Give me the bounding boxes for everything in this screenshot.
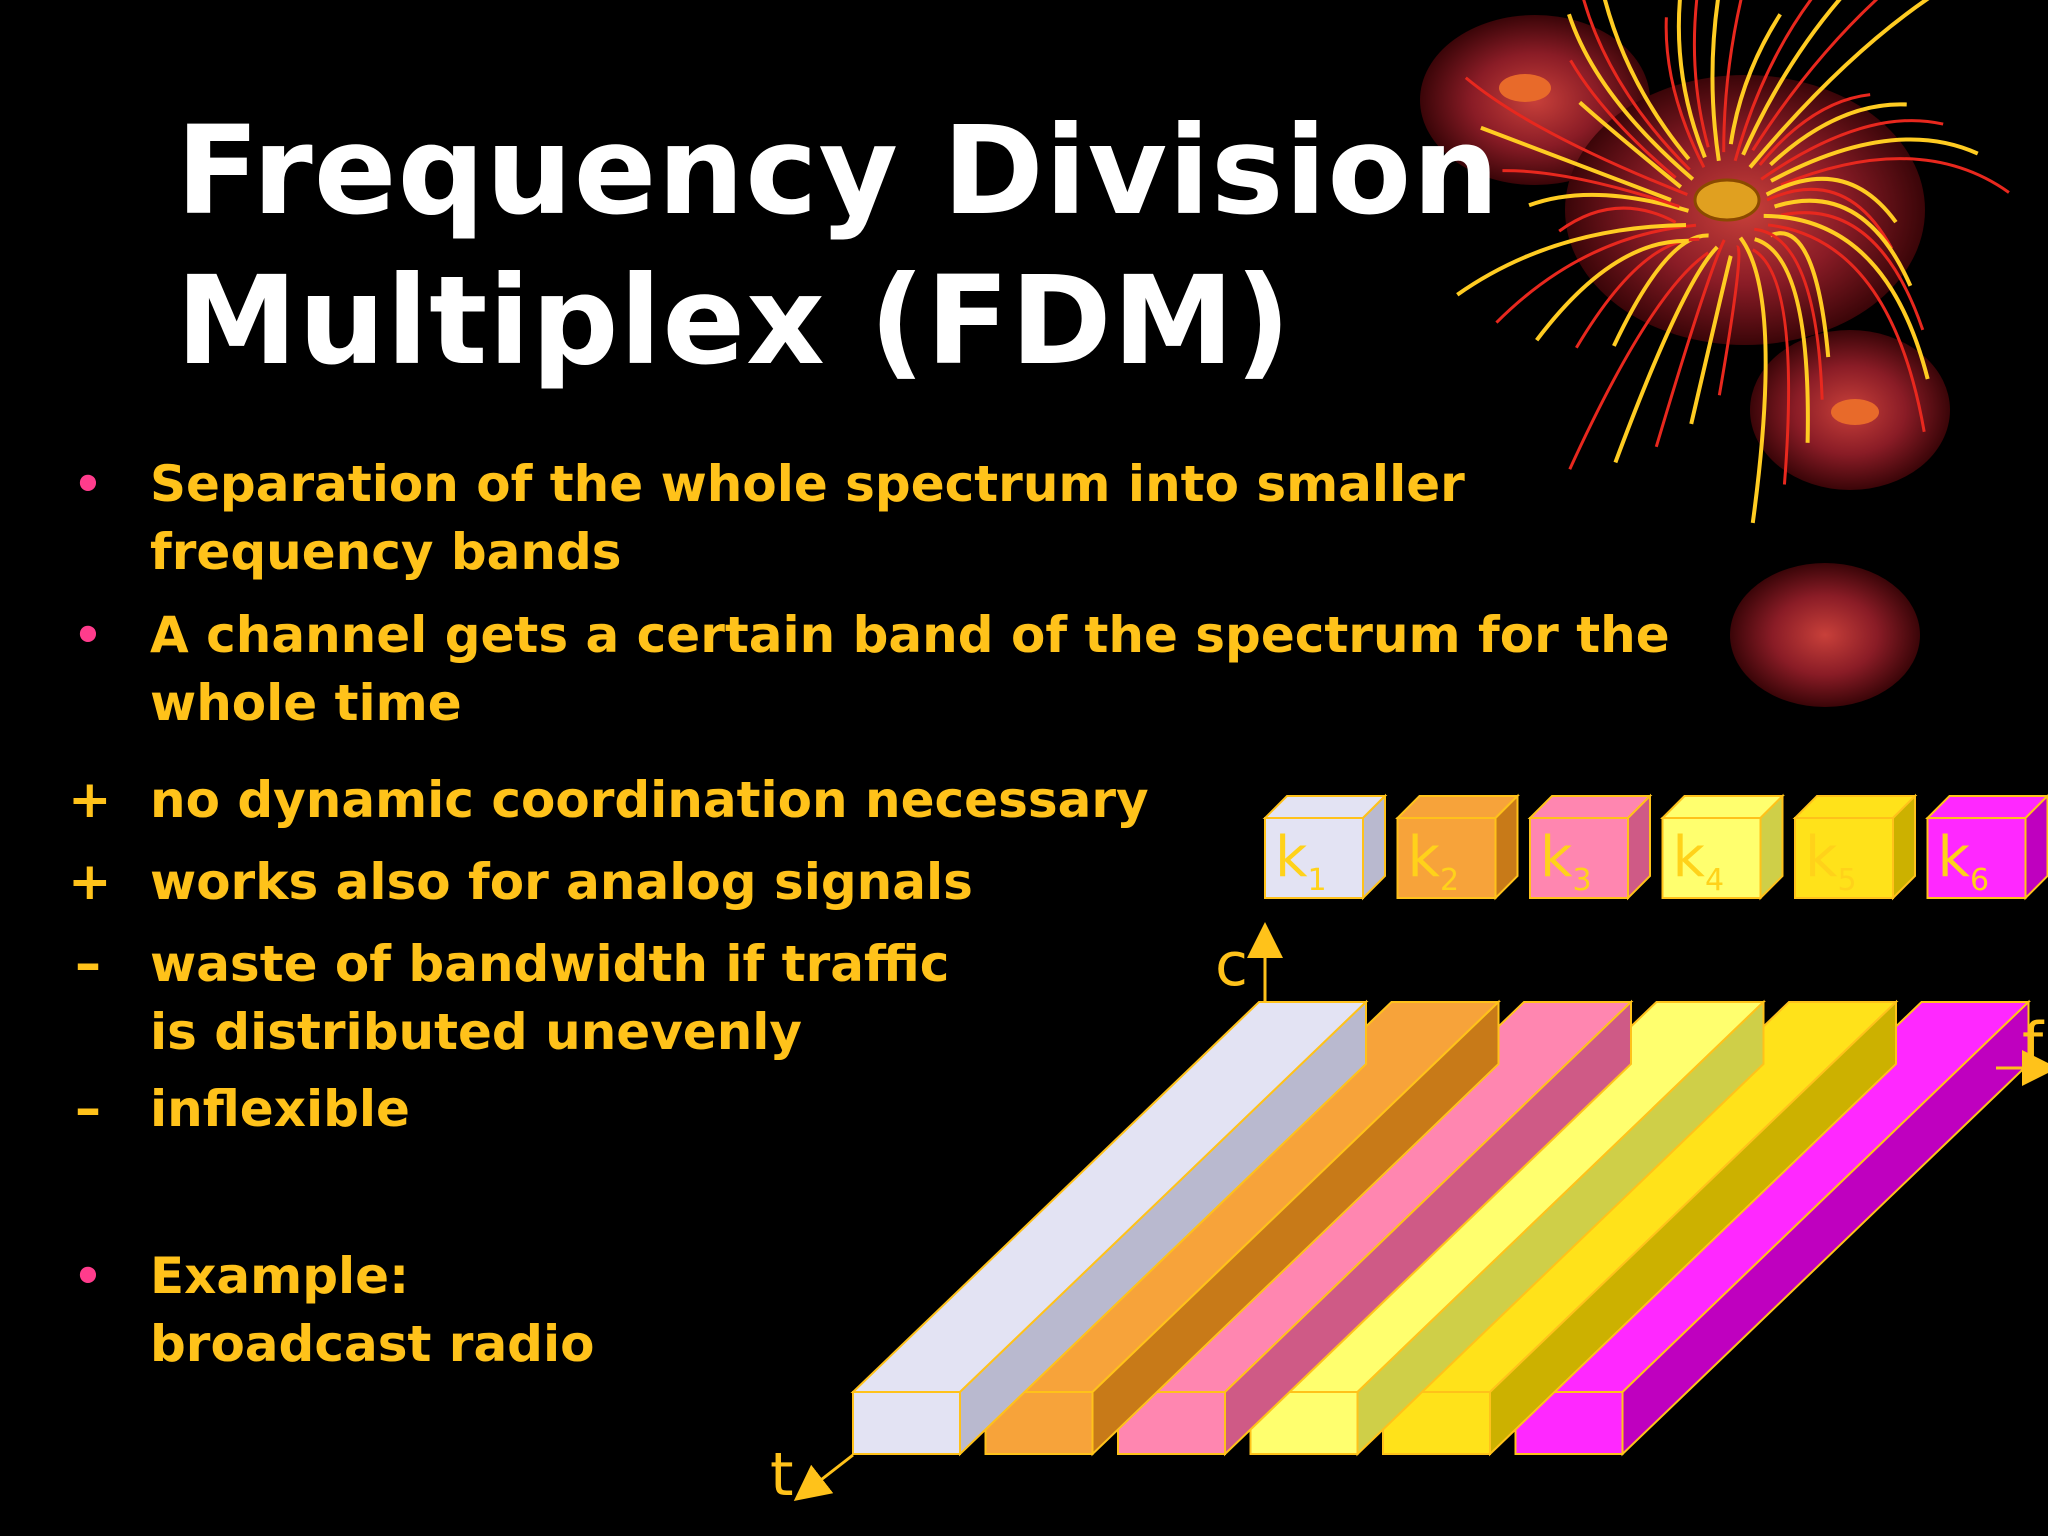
bullet-text: frequency bands bbox=[150, 523, 622, 581]
channel-legend-cube-k4: k4 bbox=[1660, 793, 1785, 901]
band-front bbox=[852, 1391, 961, 1455]
firework-ray bbox=[1733, 0, 1813, 162]
bullet-symbol: + bbox=[68, 852, 112, 912]
firework-ray bbox=[1612, 233, 1709, 347]
firework-ray bbox=[1767, 223, 1926, 433]
firework-ray bbox=[1717, 245, 1741, 396]
channel-label-k6: k6 bbox=[1938, 825, 1990, 898]
firework-ray bbox=[1769, 231, 1831, 358]
slide-title-line-2: Multiplex (FDM) bbox=[176, 250, 1292, 392]
firework-ray bbox=[1754, 237, 1810, 443]
firework-ray bbox=[1568, 251, 1710, 470]
firework-ray bbox=[1751, 0, 1879, 152]
firework-ray bbox=[1613, 245, 1719, 464]
firework-ray bbox=[1569, 59, 1677, 179]
firework-ray bbox=[1722, 0, 1743, 153]
channel-label-k5: k5 bbox=[1805, 825, 1857, 898]
firework-ray bbox=[1780, 157, 2010, 194]
firework-ray bbox=[1728, 13, 1782, 145]
bullet-text: A channel gets a certain band of the spe… bbox=[150, 606, 1670, 664]
firework-ray bbox=[1738, 236, 1768, 524]
firework-ray bbox=[1752, 248, 1791, 485]
firework-ray bbox=[1480, 125, 1672, 202]
bullet-dot: • bbox=[73, 457, 103, 511]
firework-ray bbox=[1766, 187, 1894, 250]
f-axis-label: f bbox=[2022, 1010, 2045, 1080]
bullet-text: broadcast radio bbox=[150, 1315, 595, 1373]
channel-legend-cube-k2: k2 bbox=[1395, 793, 1520, 901]
firework-rays bbox=[1456, 0, 2010, 524]
channel-legend-cube-k5: k5 bbox=[1792, 793, 1918, 901]
channel-legend-cube-k3: k3 bbox=[1527, 793, 1653, 901]
firework-ray bbox=[1770, 137, 1979, 183]
slide-title-line-1: Frequency Division bbox=[176, 100, 1501, 242]
channel-label-k3: k3 bbox=[1540, 825, 1592, 898]
bullet-text: no dynamic coordination necessary bbox=[150, 771, 1149, 829]
firework-ray bbox=[1495, 223, 1697, 324]
bullet-text: works also for analog signals bbox=[150, 853, 973, 911]
channel-label-k1: k1 bbox=[1275, 825, 1327, 898]
firework-ray bbox=[1528, 192, 1690, 213]
firework-blob bbox=[1730, 563, 1920, 707]
firework-ray bbox=[1769, 102, 1907, 167]
c-axis-label: c bbox=[1215, 930, 1248, 1000]
firework-ray bbox=[1456, 222, 1687, 297]
bullet-text: waste of bandwidth if traffic bbox=[150, 935, 950, 993]
bullet-text: is distributed unevenly bbox=[150, 1003, 803, 1061]
firework-ray bbox=[1758, 93, 1871, 166]
bullet-symbol: – bbox=[75, 1079, 101, 1139]
bullet-dot: • bbox=[73, 608, 103, 662]
firework-ray bbox=[1603, 0, 1691, 161]
cube-front bbox=[1926, 817, 2027, 899]
firework-ray bbox=[1780, 211, 1925, 331]
bullet-text: Separation of the whole spectrum into sm… bbox=[150, 455, 1465, 513]
firework-ray bbox=[1773, 198, 1913, 287]
frequency-band-k1 bbox=[850, 999, 1369, 1457]
bullet-symbol: + bbox=[68, 770, 112, 830]
bullet-text: Example: bbox=[150, 1247, 410, 1305]
firework-ray bbox=[1754, 227, 1824, 400]
firework-ray bbox=[1763, 213, 1930, 380]
bullet-text: inflexible bbox=[150, 1080, 410, 1138]
firework-ray bbox=[1558, 206, 1677, 233]
bullet-symbol: – bbox=[75, 934, 101, 994]
firework-ray bbox=[1535, 238, 1689, 342]
bullet-text: whole time bbox=[150, 674, 462, 732]
channel-label-k4: k4 bbox=[1673, 825, 1725, 898]
bullet-dot: • bbox=[73, 1249, 103, 1303]
firework-ray bbox=[1765, 176, 1898, 224]
firework-ray bbox=[1760, 119, 1944, 181]
firework-ray bbox=[1582, 0, 1691, 171]
firework-core bbox=[1499, 74, 1879, 425]
firework-ray bbox=[1464, 76, 1688, 196]
channel-label-k2: k2 bbox=[1408, 825, 1460, 898]
cube-front bbox=[1396, 817, 1497, 899]
t-axis-arrow bbox=[793, 1453, 854, 1502]
firework-ray bbox=[1502, 169, 1680, 208]
cube-front bbox=[1661, 817, 1762, 899]
firework-ray bbox=[1676, 0, 1707, 159]
t-axis-label: t bbox=[770, 1440, 794, 1510]
firework-ray bbox=[1741, 0, 1842, 156]
firework-ray bbox=[1567, 13, 1695, 181]
channel-legend-cube-k1: k1 bbox=[1262, 793, 1388, 901]
firework-ray bbox=[1748, 0, 1930, 169]
cube-front bbox=[1794, 817, 1894, 899]
firework-ray bbox=[1689, 255, 1733, 425]
firework-ray bbox=[1654, 239, 1726, 448]
firework-ray bbox=[1664, 17, 1706, 169]
firework-ray bbox=[1710, 0, 1721, 162]
channel-legend-cube-k6: k6 bbox=[1925, 794, 2048, 901]
firework-ray bbox=[1578, 100, 1683, 189]
firework-ray bbox=[1692, 0, 1710, 148]
cube-front bbox=[1529, 817, 1629, 899]
cube-front bbox=[1264, 817, 1364, 899]
